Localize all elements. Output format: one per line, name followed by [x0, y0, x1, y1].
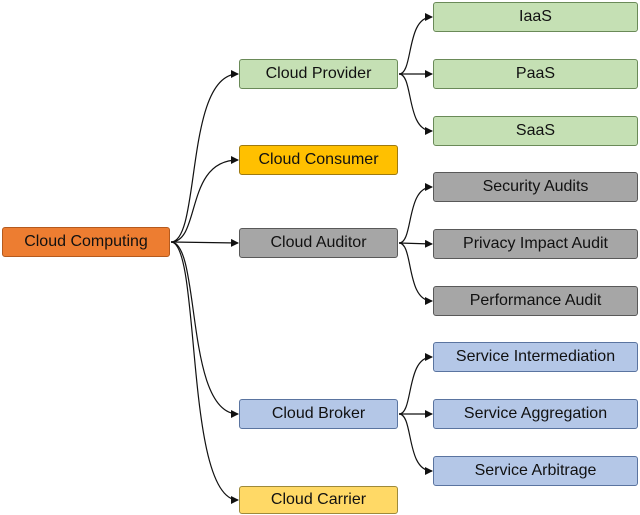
- leaf-node-service-arbitrage: Service Arbitrage: [433, 456, 638, 486]
- branch-node-cloud-auditor: Cloud Auditor: [239, 228, 398, 258]
- arrow-root-to-auditor: [170, 238, 239, 247]
- arrow-broker-to-leaf-3: [398, 413, 433, 475]
- leaf-node-privacy-impact-audit: Privacy Impact Audit: [433, 229, 638, 259]
- leaf-node-paas: PaaS: [433, 59, 638, 89]
- leaf-node-service-aggregation: Service Aggregation: [433, 399, 638, 429]
- arrow-root-to-consumer: [170, 156, 239, 243]
- arrow-auditor-to-leaf-3: [398, 242, 433, 305]
- arrow-provider-to-leaf-1: [398, 13, 433, 75]
- leaf-node-iaas: IaaS: [433, 2, 638, 32]
- root-node-cloud-computing: Cloud Computing: [2, 227, 170, 257]
- leaf-node-performance-audit: Performance Audit: [433, 286, 638, 316]
- arrow-provider-to-leaf-3: [398, 73, 433, 135]
- branch-node-cloud-provider: Cloud Provider: [239, 59, 398, 89]
- branch-node-cloud-broker: Cloud Broker: [239, 399, 398, 429]
- leaf-node-security-audits: Security Audits: [433, 172, 638, 202]
- arrow-root-to-carrier: [170, 241, 239, 504]
- arrow-broker-to-leaf-1: [398, 353, 433, 415]
- arrow-auditor-to-leaf-2: [398, 239, 433, 248]
- arrow-root-to-provider: [170, 70, 239, 243]
- branch-node-cloud-carrier: Cloud Carrier: [239, 486, 398, 514]
- arrow-root-to-broker: [170, 241, 239, 418]
- arrow-auditor-to-leaf-1: [398, 183, 433, 244]
- leaf-node-service-intermediation: Service Intermediation: [433, 342, 638, 372]
- branch-node-cloud-consumer: Cloud Consumer: [239, 145, 398, 175]
- leaf-node-saas: SaaS: [433, 116, 638, 146]
